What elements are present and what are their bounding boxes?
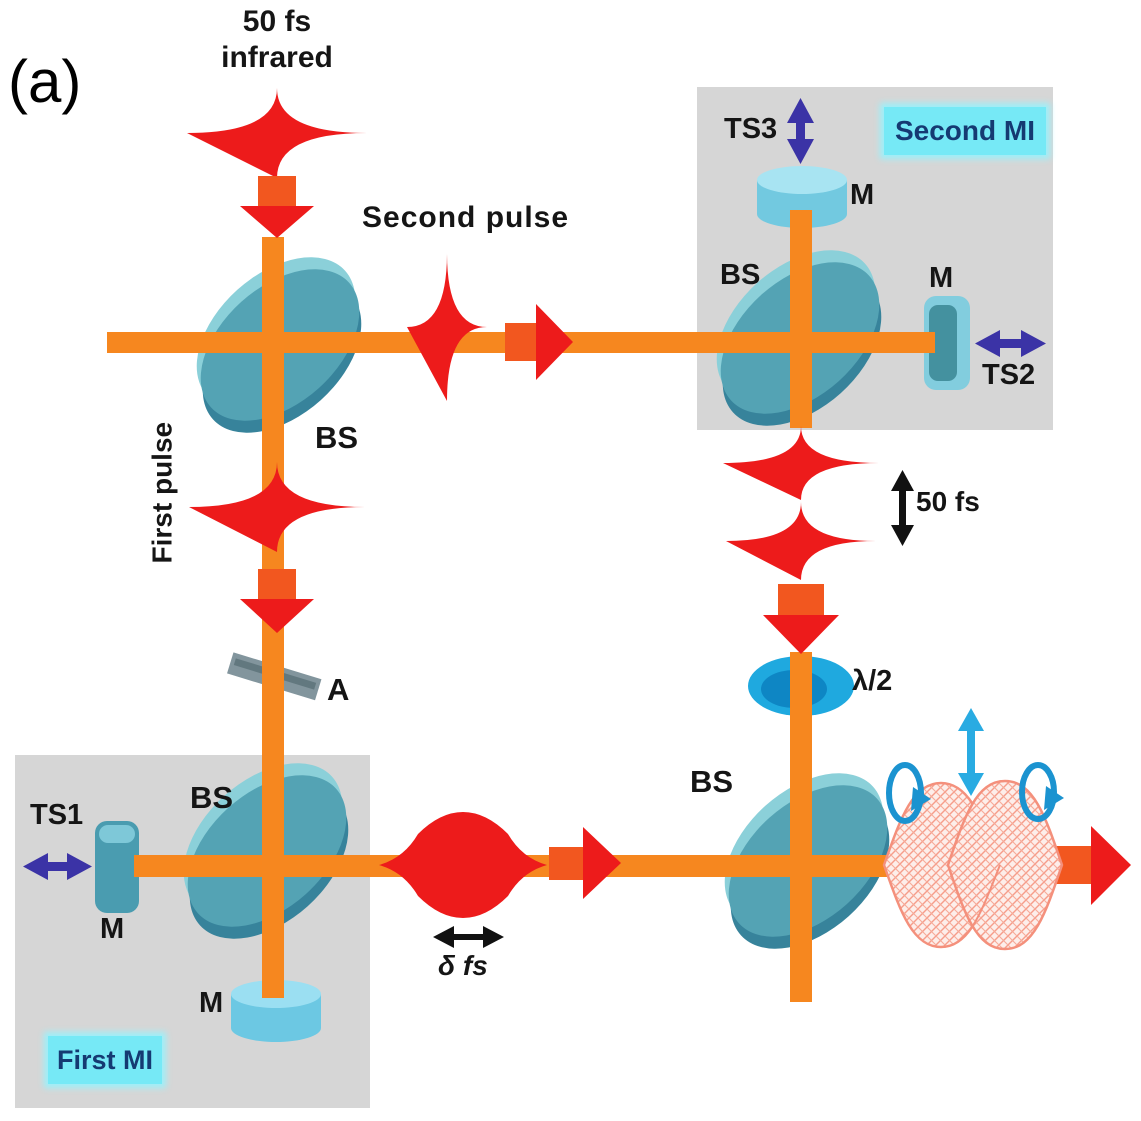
beam-right-vertical-lower [790,652,812,1002]
ts3-arrow [787,98,814,164]
beam-first-mi-vertical [262,866,284,998]
first-pulse-down-arrow [240,569,314,633]
polarization-marks [886,708,1064,824]
stage-arrows [23,98,1046,880]
input-down-arrow [240,176,314,238]
second-pulse-right-arrow [505,304,573,380]
source-label-line2: infrared [221,41,333,74]
double-pulse-upper [723,426,879,500]
bs3-label: BS [190,780,234,815]
circular-polarization-left-icon [886,762,931,824]
pulse-shapes [187,88,879,918]
delayed-pulse-right-arrow [549,827,621,899]
ts1-label: TS1 [30,799,84,831]
first-pulse-label: First pulse [146,421,178,564]
beam-right-vertical-upper [790,210,812,428]
vertical-polarization-arrow [958,708,984,796]
annotation-arrows [433,470,914,948]
second-pulse-shape [407,253,487,401]
output-lobe-cross [940,780,1006,948]
ts2-label: TS2 [982,359,1036,391]
output-right-arrow [1056,826,1131,905]
delayed-pulse-envelope [379,812,547,918]
ts2-arrow [975,330,1046,357]
bs4-label: BS [690,764,734,799]
right-beam-down-arrow [763,584,839,654]
beam-left-vertical [262,237,284,868]
source-label-line1: 50 fs [242,5,312,38]
mirror-bottom-label: M [199,987,224,1019]
waveplate-label: λ/2 [852,665,893,697]
attenuator-label: A [327,672,350,707]
double-pulse-lower [726,502,876,580]
fifty-fs-arrow [891,470,914,546]
delay-label: δ fs [438,950,488,981]
mirror-ts2-label: M [929,262,954,294]
second-mi-title: Second MI [884,107,1046,155]
second-pulse-label: Second pulse [362,201,570,234]
duration-label: 50 fs [916,486,980,517]
panel-label: (a) [8,48,82,115]
output-pulse-mesh [882,779,1064,951]
input-pulse [187,88,367,178]
beam-direction-arrows [240,176,1131,905]
first-pulse-shape [189,462,365,552]
mirror-ts1 [95,821,139,913]
delta-fs-arrow [433,926,504,948]
mirror-ts1-label: M [100,913,125,945]
ts1-arrow [23,853,92,880]
mirror-ts2 [924,296,970,390]
bs2-label: BS [720,259,761,291]
bs1-label: BS [315,420,359,455]
ts3-label: TS3 [724,113,778,145]
circular-polarization-right-icon [1019,762,1064,822]
first-mi-title: First MI [48,1036,162,1084]
mirror-ts3-label: M [850,179,875,211]
